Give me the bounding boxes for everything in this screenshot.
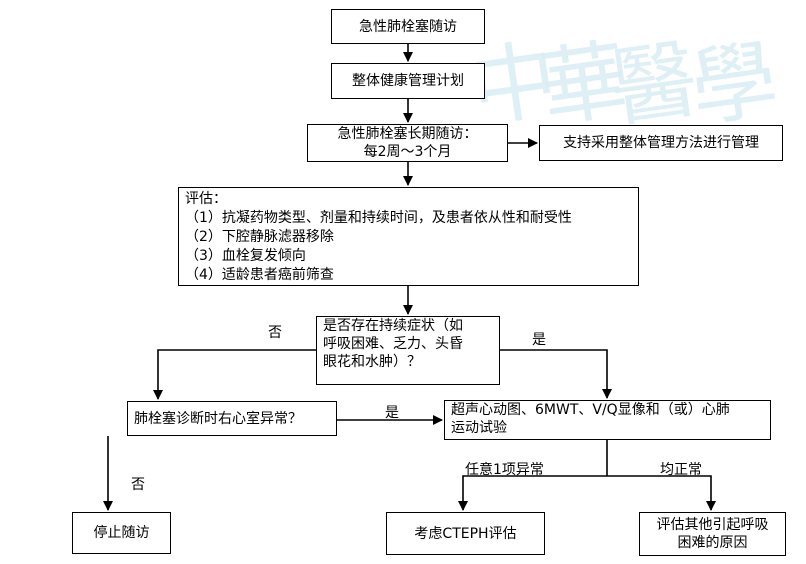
node-support-management: 支持采用整体管理方法进行管理 (539, 125, 783, 161)
symptoms-line2: 呼吸困难、乏力、头昏 (323, 336, 463, 352)
arrow-tests-all-normal (607, 475, 716, 511)
node-stop-text: 停止随访 (93, 525, 150, 541)
evaluation-item-3: （3）血栓复发倾向 (185, 248, 306, 264)
node-followup: 急性肺栓塞随访 (331, 9, 485, 44)
node-cteph-text: 考虑CTEPH评估 (414, 525, 517, 542)
node-rv-abnormal-text: 肺栓塞诊断时右心室异常？ (134, 410, 302, 427)
label-symptoms-yes: 是 (532, 332, 546, 348)
label-rv-yes: 是 (385, 405, 399, 421)
symptoms-line1: 是否存在持续症状（如 (323, 318, 463, 334)
label-rv-no: 否 (131, 477, 145, 493)
longterm-line1: 急性肺栓塞长期随访： (337, 126, 478, 142)
node-persistent-symptoms: 是否存在持续症状（如 呼吸困难、乏力、头昏 眼花和水肿）？ (316, 316, 500, 385)
arrow-symptoms-yes (500, 349, 612, 399)
evaluation-item-2: （2）下腔静脉滤器移除 (185, 229, 334, 245)
node-followup-text: 急性肺栓塞随访 (359, 18, 457, 35)
arrow-tests-any-abnormal (458, 475, 607, 511)
evaluation-title: 评估： (185, 191, 227, 207)
node-evaluation: 评估： （1）抗凝药物类型、剂量和持续时间，及患者依从性和耐受性 （2）下腔静脉… (178, 187, 639, 286)
tests-line2: 运动试验 (451, 420, 507, 436)
evaluation-item-1: （1）抗凝药物类型、剂量和持续时间，及患者依从性和耐受性 (185, 210, 572, 226)
node-tests: 超声心动图、6MWT、V/Q显像和（或）心肺 运动试验 (444, 400, 771, 440)
other-causes-line2: 困难的原因 (677, 535, 748, 551)
label-any-abnormal: 任意1项异常 (465, 462, 544, 478)
node-other-causes: 评估其他引起呼吸 困难的原因 (639, 512, 786, 556)
label-symptoms-no: 否 (268, 325, 282, 341)
node-rv-abnormal: 肺栓塞诊断时右心室异常？ (127, 401, 337, 436)
node-health-plan: 整体健康管理计划 (331, 63, 485, 99)
arrow-symptoms-no (153, 349, 316, 400)
symptoms-line3: 眼花和水肿）？ (323, 354, 421, 370)
node-stop-followup: 停止随访 (72, 512, 171, 554)
label-all-normal: 均正常 (660, 462, 702, 478)
node-health-plan-text: 整体健康管理计划 (352, 73, 464, 89)
node-longterm-followup: 急性肺栓塞长期随访： 每2周～3个月 (307, 124, 508, 162)
other-causes-line1: 评估其他引起呼吸 (656, 517, 769, 533)
node-support-text: 支持采用整体管理方法进行管理 (563, 135, 759, 151)
tests-line1: 超声心动图、6MWT、V/Q显像和（或）心肺 (451, 402, 730, 418)
evaluation-item-4: （4）适龄患者癌前筛查 (185, 267, 334, 283)
node-consider-cteph: 考虑CTEPH评估 (386, 512, 545, 555)
longterm-line2: 每2周～3个月 (363, 144, 452, 160)
